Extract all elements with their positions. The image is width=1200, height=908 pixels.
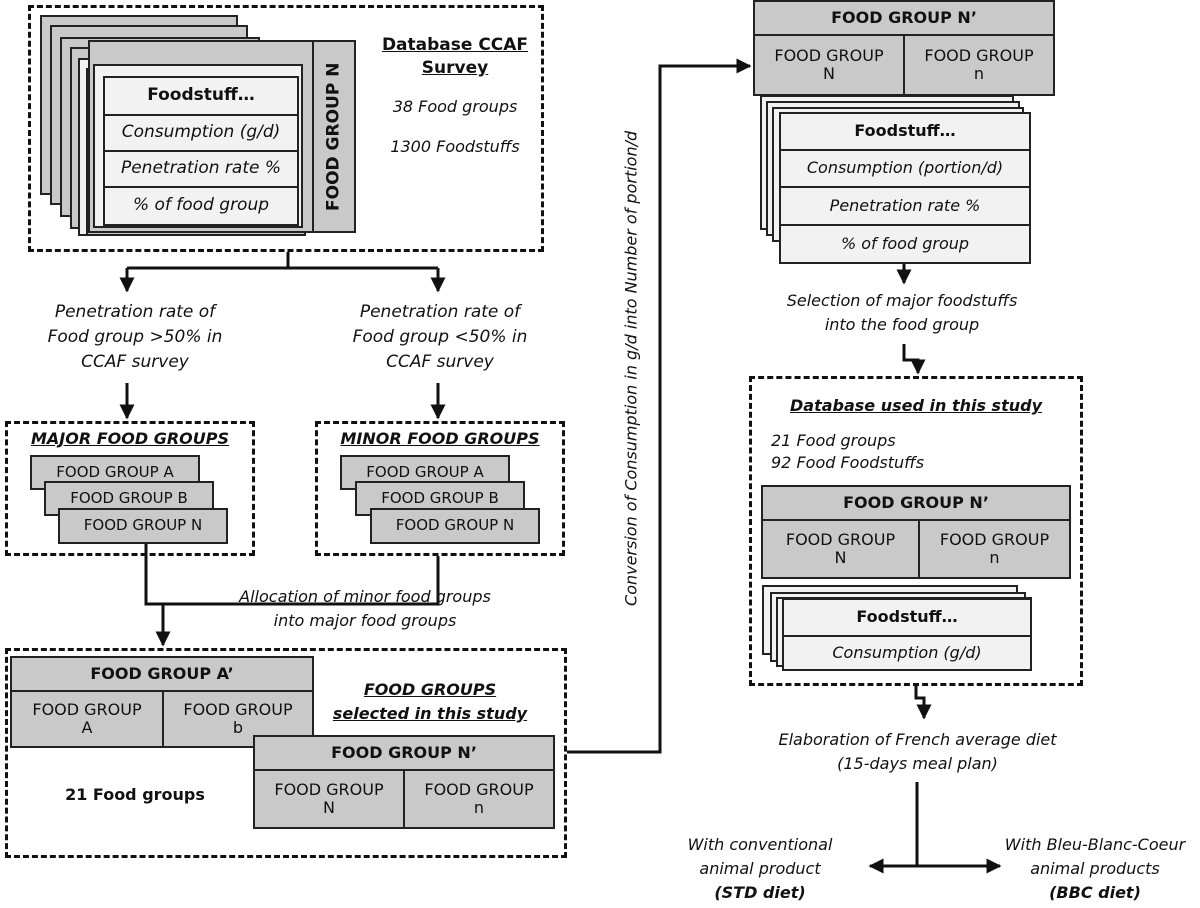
portion-db-right-line2: n xyxy=(973,64,985,83)
group-a-right-line1: FOOD GROUP xyxy=(183,699,293,719)
portion-row-penetration: Penetration rate % xyxy=(779,186,1031,226)
group-n-right-line2: n xyxy=(473,798,485,817)
portion-db-left-line1: FOOD GROUP xyxy=(774,45,884,65)
portion-db-right-line1: FOOD GROUP xyxy=(924,45,1034,65)
ccaf-foodstuffs-count: 1300 Foodstuffs xyxy=(390,137,520,156)
ccaf-side-label-box: FOOD GROUP N xyxy=(312,40,356,233)
std-line2: animal product xyxy=(699,859,821,878)
ccaf-database-panel xyxy=(28,5,544,252)
bbc-label: (BBC diet) xyxy=(1049,883,1141,902)
elaboration-line1: Elaboration of French average diet xyxy=(778,730,1057,749)
allocation-line1: Allocation of minor food groups xyxy=(239,587,491,606)
selected-food-groups-panel xyxy=(5,648,567,858)
group-n-header: FOOD GROUP N’ xyxy=(253,735,555,771)
branch-left-line3: CCAF survey xyxy=(81,352,189,372)
branch-right-line1: Penetration rate of xyxy=(359,302,521,322)
group-a-left-cell: FOOD GROUP A xyxy=(10,690,164,748)
elaboration-line2: (15-days meal plan) xyxy=(837,754,998,773)
major-title: MAJOR FOOD GROUPS xyxy=(30,429,230,448)
std-line1: With conventional xyxy=(687,835,833,854)
group-n-right-line1: FOOD GROUP xyxy=(424,779,534,799)
std-label: (STD diet) xyxy=(714,883,806,902)
group-n-right-cell: FOOD GROUP n xyxy=(403,769,555,829)
minor-item-n: FOOD GROUP N xyxy=(370,508,540,544)
portion-row-percent: % of food group xyxy=(779,224,1031,264)
group-n-left-cell: FOOD GROUP N xyxy=(253,769,405,829)
group-a-left-line2: A xyxy=(81,718,93,737)
branch-right-line2: Food group <50% in xyxy=(352,327,528,347)
selection-line2: into the food group xyxy=(824,315,980,334)
portion-db-left-line2: N xyxy=(823,64,835,83)
allocation-connector xyxy=(144,544,440,606)
selection-line1: Selection of major foodstuffs xyxy=(786,291,1018,310)
group-a-left-line1: FOOD GROUP xyxy=(32,699,142,719)
study-db-right-line2: n xyxy=(989,548,1000,567)
group-a-right-cell: FOOD GROUP b xyxy=(162,690,314,748)
bbc-line1: With Bleu-Blanc-Coeur xyxy=(1004,835,1186,854)
to-elaboration-arrow xyxy=(914,686,932,720)
portion-row-consumption: Consumption (portion/d) xyxy=(779,149,1031,188)
ccaf-title-line2: Survey xyxy=(421,58,489,78)
ccaf-row-percent: % of food group xyxy=(103,186,299,226)
study-foodstuff-header: Foodstuff… xyxy=(782,598,1032,637)
study-db-foodstuffs-count: 92 Food Foodstuffs xyxy=(771,453,925,472)
study-db-left-cell: FOOD GROUP N xyxy=(761,519,920,579)
conversion-connector xyxy=(567,58,752,754)
selected-title-line2: selected in this study xyxy=(332,704,528,723)
branch-right-line3: CCAF survey xyxy=(386,352,494,372)
group-a-right-line2: b xyxy=(232,718,244,737)
study-db-groups-count: 21 Food groups xyxy=(771,431,896,450)
major-item-n: FOOD GROUP N xyxy=(58,508,228,544)
bbc-line2: animal products xyxy=(1030,859,1160,878)
selected-count: 21 Food groups xyxy=(65,785,205,804)
study-db-left-line2: N xyxy=(834,548,847,567)
portion-db-header: FOOD GROUP N’ xyxy=(753,0,1055,36)
study-db-title: Database used in this study xyxy=(789,396,1042,415)
ccaf-title-line1: Database CCAF xyxy=(381,35,529,55)
minor-title: MINOR FOOD GROUPS xyxy=(340,429,540,448)
study-db-right-cell: FOOD GROUP n xyxy=(918,519,1071,579)
study-db-right-line1: FOOD GROUP xyxy=(939,529,1050,549)
study-row-consumption: Consumption (g/d) xyxy=(782,635,1032,671)
branch-left-line2: Food group >50% in xyxy=(47,327,223,347)
branch-left-line1: Penetration rate of xyxy=(54,302,216,322)
allocation-line2: into major food groups xyxy=(273,611,457,630)
group-n-left-line1: FOOD GROUP xyxy=(274,779,384,799)
minor-food-groups-panel xyxy=(315,421,565,556)
to-study-db-arrow xyxy=(902,344,926,375)
group-n-left-line2: N xyxy=(323,798,335,817)
selected-title-line1: FOOD GROUPS xyxy=(363,680,497,699)
portion-db-right-cell: FOOD GROUP n xyxy=(903,34,1055,96)
major-food-groups-panel xyxy=(5,421,255,556)
study-db-left-line1: FOOD GROUP xyxy=(785,529,896,549)
study-database-panel xyxy=(749,376,1083,686)
portion-db-left-cell: FOOD GROUP N xyxy=(753,34,905,96)
ccaf-groups-count: 38 Food groups xyxy=(392,97,518,116)
ccaf-foodstuff-header: Foodstuff… xyxy=(103,76,299,116)
